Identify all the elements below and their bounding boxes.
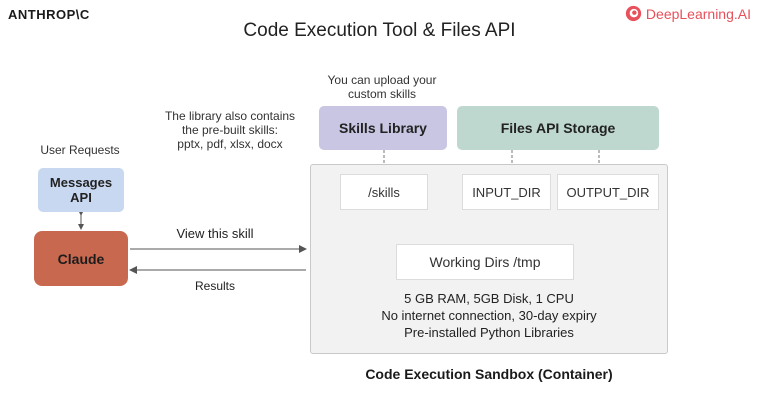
anthropic-logo: ANTHROP\C xyxy=(8,7,90,22)
output-dir-box: OUTPUT_DIR xyxy=(557,174,659,210)
working-dirs-box: Working Dirs /tmp xyxy=(396,244,574,280)
input-dir-label: INPUT_DIR xyxy=(472,184,541,200)
skills-library-label: Skills Library xyxy=(339,120,427,136)
output-dir-label: OUTPUT_DIR xyxy=(566,184,650,200)
sandbox-spec-line: 5 GB RAM, 5GB Disk, 1 CPU xyxy=(404,291,574,306)
user-requests-label: User Requests xyxy=(40,143,120,157)
upload-note-line: custom skills xyxy=(347,87,416,101)
deeplearning-ai-wordmark: DeepLearning.AI xyxy=(645,5,751,22)
skills-dir-label: /skills xyxy=(368,184,400,200)
skills-dir-box: /skills xyxy=(340,174,428,210)
messages-api-box: Messages API xyxy=(38,168,124,212)
claude-label: Claude xyxy=(57,250,105,267)
sandbox-spec-line: No internet connection, 30-day expiry xyxy=(381,308,597,323)
upload-note-line: You can upload your xyxy=(327,73,437,87)
working-dirs-label: Working Dirs /tmp xyxy=(429,254,541,270)
diagram-title: Code Execution Tool & Files API xyxy=(243,20,516,41)
deeplearning-ai-logo: DeepLearning.AI xyxy=(625,5,751,22)
files-api-storage-box: Files API Storage xyxy=(457,106,659,150)
messages-api-label-line: Messages xyxy=(49,175,113,190)
library-note-line: The library also contains xyxy=(164,109,296,123)
input-dir-box: INPUT_DIR xyxy=(462,174,551,210)
files-api-storage-label: Files API Storage xyxy=(500,120,616,136)
messages-api-label-line: API xyxy=(70,190,92,205)
results-label: Results xyxy=(194,279,235,293)
upload-note: You can upload your custom skills xyxy=(300,73,464,101)
claude-box: Claude xyxy=(34,231,128,286)
library-note-line: pptx, pdf, xlsx, docx xyxy=(177,137,283,151)
skills-library-box: Skills Library xyxy=(319,106,447,150)
view-skill-label: View this skill xyxy=(176,226,254,241)
deeplearning-ai-mark-icon xyxy=(625,5,642,22)
library-note-line: the pre-built skills: xyxy=(181,123,279,137)
sandbox-specs: 5 GB RAM, 5GB Disk, 1 CPU No internet co… xyxy=(310,290,668,341)
library-note: The library also contains the pre-built … xyxy=(150,109,310,151)
sandbox-spec-line: Pre-installed Python Libraries xyxy=(404,325,574,340)
sandbox-label: Code Execution Sandbox (Container) xyxy=(365,366,613,382)
